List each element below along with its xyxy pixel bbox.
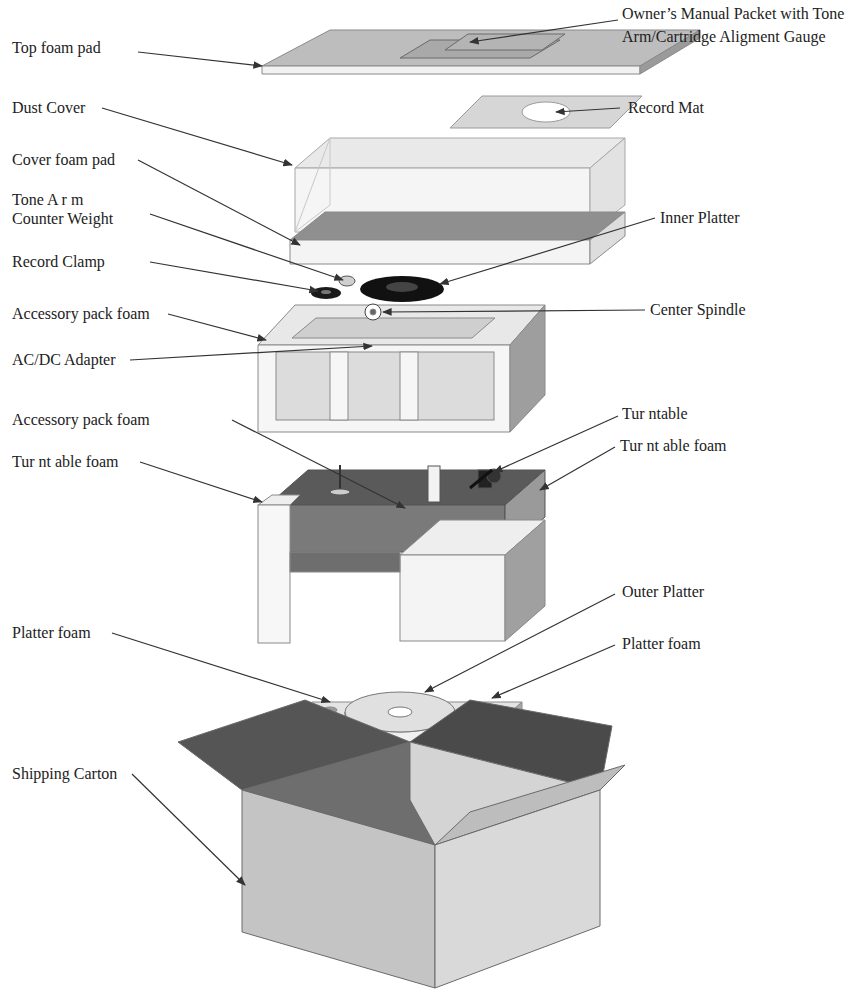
accessory-pack-foam-part (258, 345, 510, 432)
turntable-foam-part (258, 495, 300, 505)
outer-platter-part (388, 707, 412, 717)
accessory-pack-foam-part (292, 318, 495, 338)
cover-foam-pad-part (290, 212, 625, 240)
turntable-foam (258, 495, 545, 643)
part-label: Dust Cover (12, 98, 112, 118)
accessory-pack-foam-part (370, 309, 376, 315)
part-label: Platter foam (12, 623, 122, 643)
part-label: Accessory pack foam (12, 410, 232, 430)
leader-lines-part (492, 645, 615, 698)
part-label: Inner Platter (660, 208, 780, 228)
turntable-part (428, 466, 440, 502)
accessory-pack-foam-part (400, 352, 418, 420)
accessory-pack-foam-part (510, 305, 545, 432)
part-label: Owner’s Manual Packet with Tone Arm/Cart… (622, 2, 862, 48)
leader-lines-part (470, 20, 618, 42)
record-mat-part (450, 96, 642, 128)
turntable-part (268, 470, 545, 505)
turntable-foam-part (258, 505, 290, 643)
small-parts-part (360, 276, 444, 302)
leader-lines-part (138, 52, 262, 66)
leader-lines-part (425, 594, 615, 692)
turntable-part (330, 489, 350, 495)
leader-lines-part (150, 214, 343, 280)
turntable-foam-part (290, 552, 400, 572)
dust-cover-part (295, 138, 625, 168)
part-label: Center Spindle (650, 300, 790, 320)
leader-lines-part (140, 462, 262, 502)
part-label: Cover foam pad (12, 150, 142, 170)
leader-lines-part (138, 160, 300, 245)
leader-lines-part (112, 633, 330, 702)
leader-lines-part (440, 218, 655, 284)
leader-lines (102, 20, 655, 885)
part-label: Tone A r m Counter Weight (12, 190, 132, 228)
shipping-carton-part (242, 790, 435, 988)
small-parts-part (321, 290, 331, 294)
leader-lines-part (556, 108, 620, 112)
leader-lines-part (540, 447, 615, 490)
small-parts (311, 276, 444, 302)
part-label: Platter foam (622, 634, 752, 654)
record-mat (450, 96, 642, 128)
part-label: Tur nt able foam (620, 436, 770, 456)
leader-lines-part (494, 416, 618, 472)
shipping-carton (178, 700, 625, 988)
part-label: AC/DC Adapter (12, 350, 142, 370)
accessory-pack-foam (258, 304, 545, 432)
small-parts-part (311, 287, 341, 299)
turntable-foam-part (505, 520, 545, 641)
manual-packet (400, 34, 565, 58)
part-label: Record Mat (628, 98, 738, 118)
leader-lines-part (102, 108, 292, 165)
shipping-carton-part (435, 790, 600, 988)
accessory-pack-foam-part (365, 304, 381, 320)
cover-foam-pad (290, 212, 625, 264)
part-label: Record Clamp (12, 252, 152, 272)
leader-lines-part (168, 314, 266, 340)
part-label: Accessory pack foam (12, 304, 182, 324)
turntable-part (470, 470, 492, 488)
leader-lines-part (383, 310, 645, 312)
leader-lines-part (130, 346, 372, 360)
leader-lines-part (132, 774, 245, 885)
accessory-pack-foam-part (330, 352, 348, 420)
part-label: Tur ntable (622, 404, 742, 424)
part-label: Outer Platter (622, 582, 762, 602)
leader-lines-part (150, 262, 318, 291)
cover-foam-pad-part (590, 212, 625, 264)
accessory-pack-foam-part (276, 352, 494, 420)
leader-lines-part (232, 420, 405, 508)
small-parts-part (339, 276, 355, 286)
part-label: Tur nt able foam (12, 452, 142, 472)
part-label: Top foam pad (12, 38, 142, 58)
small-parts-part (386, 282, 418, 292)
part-label: Shipping Carton (12, 764, 142, 784)
turntable-foam-part (400, 555, 505, 641)
top-foam-pad-part (262, 66, 640, 74)
turntable-part (339, 465, 341, 492)
